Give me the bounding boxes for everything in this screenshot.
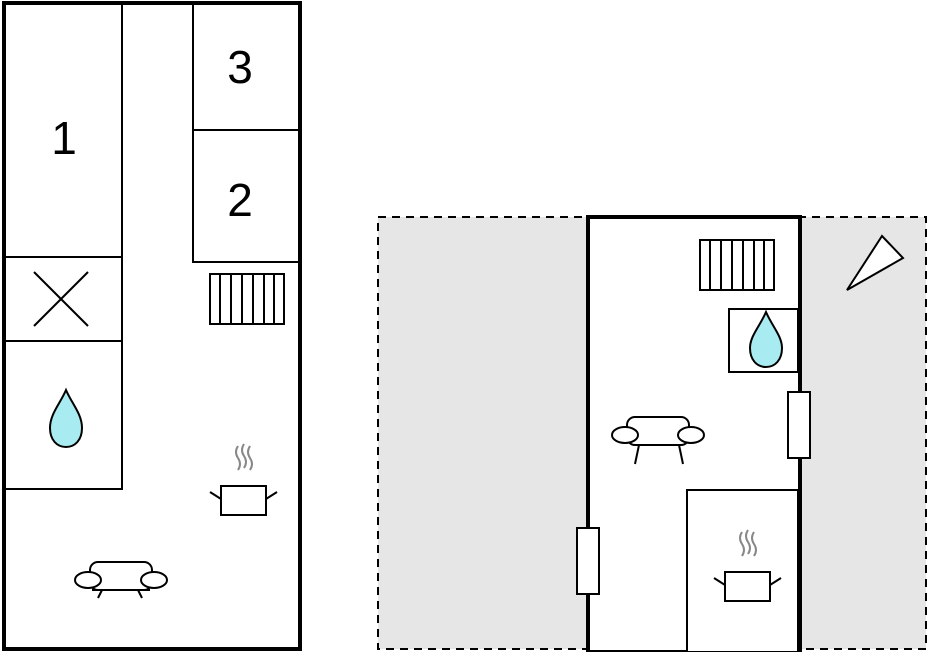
door-icon-right [787, 391, 811, 459]
stairs-icon [209, 273, 285, 325]
compass-north-arrow-icon [846, 234, 905, 291]
cooking-pot-icon [209, 443, 278, 516]
room-3-label: 3 [227, 41, 253, 93]
water-drop-icon-right [748, 309, 784, 369]
room-1-label: 1 [51, 112, 77, 164]
water-drop-icon [48, 387, 84, 449]
x-cross-icon [33, 271, 89, 327]
left-floor-plan: 1 3 2 [2, 1, 302, 651]
cooking-pot-icon-right [713, 529, 782, 602]
room-2-label: 2 [227, 174, 253, 226]
door-icon-left [576, 527, 600, 595]
sofa-icon-right [611, 416, 705, 465]
left-outer-wall [2, 1, 302, 651]
stairs-icon-right [699, 239, 775, 291]
sofa-icon [74, 561, 168, 599]
room-2 [192, 129, 301, 263]
bathroom [3, 340, 123, 490]
right-floor-plan [377, 215, 927, 652]
